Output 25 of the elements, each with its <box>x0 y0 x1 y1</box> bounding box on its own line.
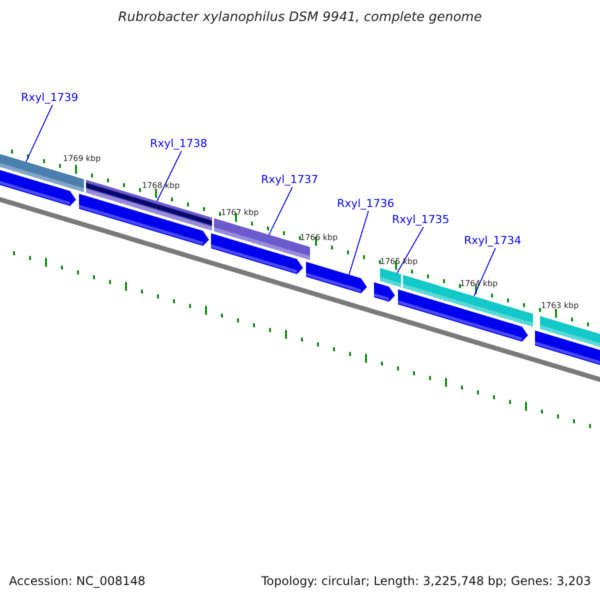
gene-label: Rxyl_1734 <box>464 234 522 247</box>
leader-line <box>348 210 369 276</box>
genome-summary-text: Topology: circular; Length: 3,225,748 bp; Genes: 3,203 <box>261 574 591 588</box>
gene-feature-bar <box>380 268 401 288</box>
scale-label: 1765 kbp <box>380 257 418 266</box>
scale-label: 1766 kbp <box>300 233 338 242</box>
accession-text: Accession: NC_008148 <box>9 574 146 588</box>
scale-label: 1767 kbp <box>221 208 259 217</box>
leader-line <box>396 226 424 274</box>
leader-line <box>26 104 53 162</box>
diagram-title: Rubrobacter xylanophilus DSM 9941, complete genome <box>117 10 483 25</box>
gene-label: Rxyl_1736 <box>337 197 394 210</box>
gene-label: Rxyl_1737 <box>261 173 318 186</box>
gene-feature-bar <box>306 262 367 294</box>
gene-label: Rxyl_1738 <box>150 137 208 150</box>
leader-line <box>156 150 182 202</box>
gene-label: Rxyl_1739 <box>21 91 78 104</box>
scale-label: 1769 kbp <box>63 154 101 163</box>
scale-label: 1764 kbp <box>460 279 498 288</box>
gene-feature-bar <box>535 330 600 365</box>
leader-line <box>474 248 496 297</box>
scale-label: 1768 kbp <box>142 181 180 190</box>
gene-label: Rxyl_1735 <box>392 213 450 226</box>
scale-label: 1763 kbp <box>541 301 579 310</box>
leader-line <box>268 186 293 236</box>
